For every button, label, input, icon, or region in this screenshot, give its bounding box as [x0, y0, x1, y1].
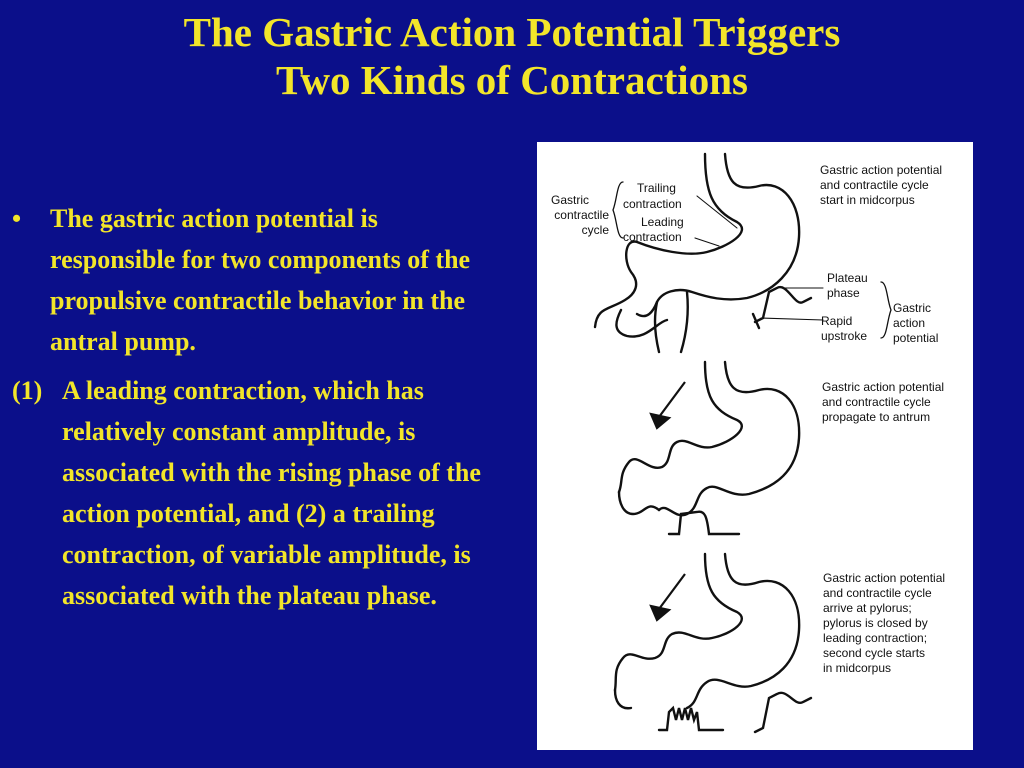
stomach-diagram: Gastric contractile cycle Trailing contr…: [537, 142, 973, 750]
trailing-leader: [696, 195, 738, 229]
caption-2-line-3: propagate to antrum: [822, 410, 930, 424]
stomach-outline-2-lower: [617, 490, 661, 516]
label-trailing: Trailing: [637, 181, 676, 195]
bullet-item: • The gastric action potential is respon…: [12, 198, 502, 362]
title-line-1: The Gastric Action Potential Triggers: [183, 9, 841, 55]
arrow-icon-panel3: [649, 573, 686, 622]
numbered-mark: (1): [12, 376, 43, 405]
stomach-outline-2: [617, 360, 743, 494]
gap-bracket: [880, 281, 892, 339]
stomach-outline-2-inner: [657, 360, 801, 517]
caption-3-line-5: leading contraction;: [823, 631, 927, 645]
label-contractile: contractile: [554, 208, 609, 222]
label-upstroke: upstroke: [821, 329, 867, 343]
label-trailing-contraction: contraction: [623, 197, 682, 211]
numbered-text: A leading contraction, which has relativ…: [62, 376, 481, 610]
title-line-2: Two Kinds of Contractions: [276, 57, 748, 103]
label-plateau: Plateau: [827, 271, 868, 285]
caption-2-line-2: and contractile cycle: [822, 395, 931, 409]
action-potential-3-left: [657, 705, 725, 732]
action-potential-1: [753, 285, 813, 324]
stomach-outline-3: [613, 552, 743, 692]
stomach-outline-1-lower: [615, 308, 669, 338]
slide-title: The Gastric Action Potential Triggers Tw…: [0, 8, 1024, 104]
stomach-outline-1-tail: [653, 290, 689, 354]
bullet-mark: •: [12, 204, 22, 233]
caption-3-line-6: second cycle starts: [823, 646, 925, 660]
label-gastric: Gastric: [551, 193, 589, 207]
caption-3-line-3: arrive at pylorus;: [823, 601, 912, 615]
stomach-outline-1: [593, 152, 744, 329]
label-gap-gastric: Gastric: [893, 301, 931, 315]
caption-1-line-3: start in midcorpus: [820, 193, 915, 207]
caption-3-line-2: and contractile cycle: [823, 586, 932, 600]
upstroke-leader: [760, 317, 824, 321]
arrow-icon-panel2: [649, 381, 686, 430]
caption-3-line-4: pylorus is closed by: [823, 616, 928, 630]
body-text: • The gastric action potential is respon…: [12, 198, 502, 616]
action-potential-3-right: [753, 691, 813, 734]
numbered-item: (1) A leading contraction, which has rel…: [12, 370, 502, 616]
label-gap-potential: potential: [893, 331, 938, 345]
label-leading-contraction: contraction: [623, 230, 682, 244]
action-potential-1-step: [751, 312, 761, 330]
cycle-bracket: [612, 181, 624, 239]
bullet-text: The gastric action potential is responsi…: [50, 204, 471, 356]
label-cycle: cycle: [582, 223, 610, 237]
stomach-outline-3-inner: [685, 552, 801, 710]
caption-1-line-1: Gastric action potential: [820, 163, 942, 177]
leading-leader: [694, 237, 720, 247]
stomach-diagram-svg: Gastric contractile cycle Trailing contr…: [551, 152, 945, 734]
action-potential-2: [667, 510, 741, 536]
stomach-outline-3-lower: [613, 688, 633, 710]
label-rapid: Rapid: [821, 314, 852, 328]
label-phase: phase: [827, 286, 860, 300]
caption-3-line-7: in midcorpus: [823, 661, 891, 675]
caption-1-line-2: and contractile cycle: [820, 178, 929, 192]
caption-2-line-1: Gastric action potential: [822, 380, 944, 394]
label-gap-action: action: [893, 316, 925, 330]
caption-3-line-1: Gastric action potential: [823, 571, 945, 585]
label-leading: Leading: [641, 215, 684, 229]
